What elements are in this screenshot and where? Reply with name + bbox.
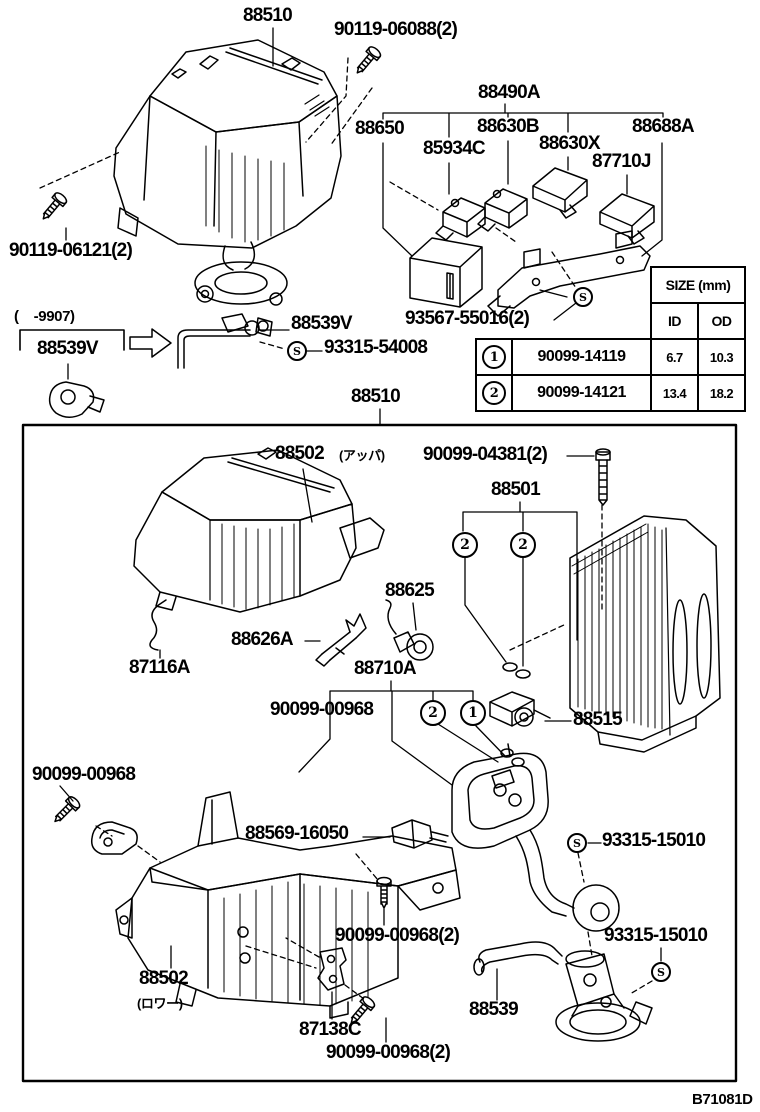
- lower-case-art: [115, 791, 461, 1019]
- label-88710a: 88710A: [354, 658, 417, 679]
- main-box-frame: [21, 423, 738, 1083]
- label-88630x: 88630X: [539, 133, 601, 154]
- marker-1-tube: 1: [460, 700, 486, 726]
- vsv-85934c-art: [435, 197, 486, 241]
- clip-88626a-art: [315, 613, 367, 667]
- label-93315-54008: 93315-54008: [324, 337, 428, 358]
- label-90099-00968-left: 90099-00968: [32, 764, 136, 785]
- label-87138c: 87138C: [299, 1019, 362, 1040]
- packing-87116a-art: [149, 599, 167, 651]
- marker-2-evap-right: 2: [510, 532, 536, 558]
- label-90099-00968-2a: 90099-00968(2): [335, 925, 460, 946]
- size-row2-od: 18.2: [697, 374, 746, 412]
- label-88539v-new: 88539V: [291, 313, 353, 334]
- label-88630b: 88630B: [477, 116, 540, 137]
- bracket-87138c-art: [317, 947, 347, 991]
- size-row2-id: 13.4: [650, 374, 699, 412]
- label-88501: 88501: [491, 479, 541, 500]
- dashed-lines: [39, 57, 653, 1000]
- size-row1-id: 6.7: [650, 338, 699, 376]
- label-87710j: 87710J: [592, 151, 651, 172]
- size-row1-part: 90099-14119: [511, 338, 652, 376]
- label-90099-00968-2b: 90099-00968(2): [326, 1042, 451, 1063]
- marker-s-93567: S: [573, 287, 593, 307]
- label-93567-55016: 93567-55016(2): [405, 308, 530, 329]
- marker-s-54008: S: [287, 341, 307, 361]
- grommet-88569-art: [391, 819, 449, 849]
- leader-lines: [59, 27, 664, 1043]
- label-lower-note: (ロワー): [137, 996, 183, 1011]
- label-90119-06088: 90119-06088(2): [334, 19, 458, 40]
- marker-2-tube: 2: [420, 700, 446, 726]
- vsv-88630b-art: [477, 188, 528, 232]
- label-90119-06121: 90119-06121(2): [9, 240, 133, 261]
- size-row1-od: 10.3: [697, 338, 746, 376]
- size-table-title: SIZE (mm): [650, 266, 746, 304]
- label-88626a: 88626A: [231, 629, 294, 650]
- label-87116a: 87116A: [129, 657, 191, 678]
- label-88502-upper: 88502: [275, 443, 325, 464]
- hose-88710a-art: [451, 743, 620, 932]
- label-upper-note: (アッパ): [339, 448, 385, 463]
- label-88502-lower: 88502: [139, 968, 189, 989]
- evaporator-art: [569, 515, 721, 753]
- pipe-88539v-new-art: [177, 313, 273, 369]
- sensor-88539v-old-art: [48, 381, 105, 418]
- ecu-88650-art: [409, 237, 483, 308]
- label-85934c: 85934C: [423, 138, 486, 159]
- label-88650: 88650: [355, 118, 405, 139]
- bolt-90099-04381-icon: [595, 448, 611, 506]
- thermistor-88625-art: [385, 599, 434, 661]
- relay-88630x-art: [532, 167, 588, 219]
- label-88569-16050: 88569-16050: [245, 823, 349, 844]
- marker-2-evap-left: 2: [452, 532, 478, 558]
- label-90099-00968-mid: 90099-00968: [270, 699, 374, 720]
- label-88510-assy: 88510: [351, 386, 401, 407]
- marker-s-15010-top: S: [567, 833, 587, 853]
- label-88688a: 88688A: [632, 116, 695, 137]
- screw-90119-06121-icon: [37, 190, 70, 225]
- label-93315-15010-bot: 93315-15010: [604, 925, 708, 946]
- vsv-88539-art: [473, 941, 653, 1042]
- label-88515: 88515: [573, 709, 623, 730]
- label-90099-04381: 90099-04381(2): [423, 444, 548, 465]
- label-88539: 88539: [469, 999, 519, 1020]
- right-arrow-icon: [129, 328, 172, 358]
- bolt-90119-06088-icon: [351, 44, 384, 79]
- drawing-code: B71081D: [692, 1091, 753, 1108]
- size-table-col-od: OD: [697, 302, 746, 340]
- bracket-9907-art: [19, 329, 125, 351]
- label-88625: 88625: [385, 580, 435, 601]
- heater-unit-art: [113, 39, 342, 306]
- size-row2-part: 90099-14121: [511, 374, 652, 412]
- label-88490a: 88490A: [478, 82, 541, 103]
- label-88539v-old: 88539V: [37, 338, 99, 359]
- size-row2-marker-cell: 2: [475, 374, 513, 412]
- clamp-90099-00968-art: [49, 794, 138, 855]
- label-93315-15010-top: 93315-15010: [602, 830, 706, 851]
- marker-1-table: 1: [482, 345, 506, 369]
- marker-s-15010-bot: S: [651, 962, 671, 982]
- relay-87710j-art: [599, 193, 655, 245]
- screw-90099-00968a-icon: [376, 876, 392, 909]
- label-date-range: ( -9907): [14, 308, 75, 325]
- valve-88515-art: [489, 691, 551, 727]
- marker-2-table: 2: [482, 381, 506, 405]
- upper-case-art: [133, 447, 385, 613]
- oring-icons: [502, 662, 531, 679]
- size-table-col-id: ID: [650, 302, 699, 340]
- bracket-93567-art: [487, 230, 651, 317]
- label-88510-top: 88510: [243, 5, 293, 26]
- size-row1-marker-cell: 1: [475, 338, 513, 376]
